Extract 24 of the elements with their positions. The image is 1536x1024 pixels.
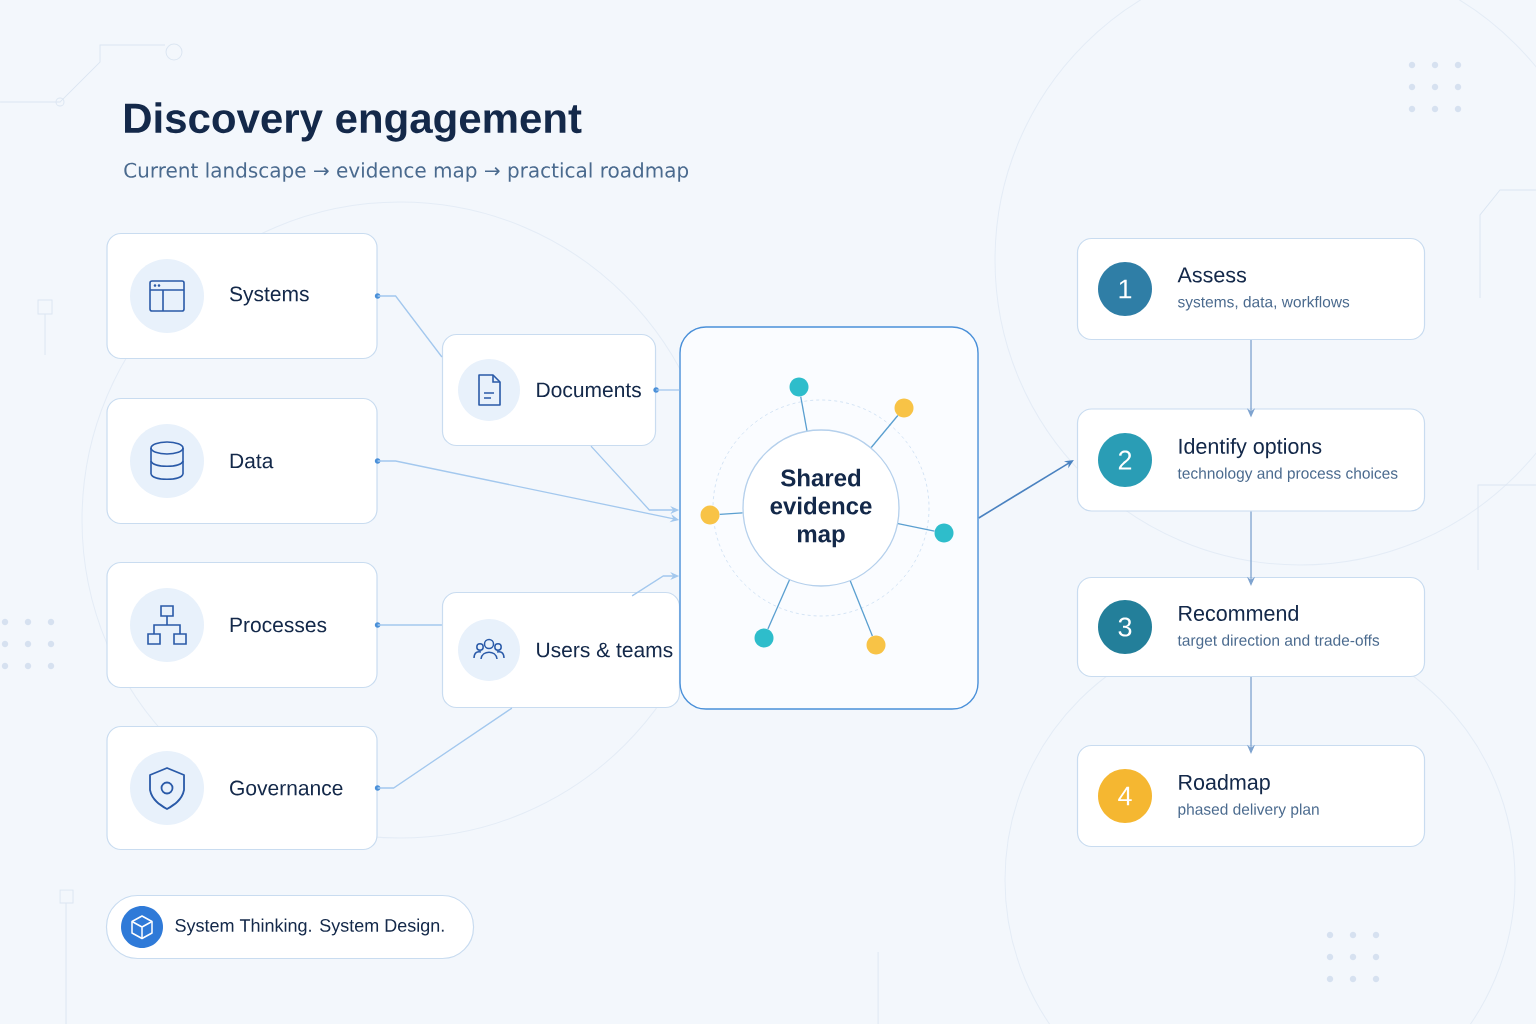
number-badge: 3 <box>1098 600 1152 654</box>
dot <box>754 628 774 648</box>
connector <box>767 579 791 630</box>
number-badge: 2 <box>1098 433 1152 487</box>
connector <box>800 395 808 432</box>
dot <box>866 635 886 655</box>
dot <box>934 523 954 543</box>
connector <box>376 295 443 358</box>
dot <box>894 398 914 418</box>
tagline-pill: System Thinking. System Design. <box>105 894 475 960</box>
number-badge: 1 <box>1098 262 1152 316</box>
connector <box>719 512 744 516</box>
subtitle: Current landscape → evidence map → practical roadmap <box>124 162 689 182</box>
dot <box>789 377 809 397</box>
connector <box>870 414 899 449</box>
connector <box>977 460 1074 519</box>
connector <box>376 624 443 626</box>
number-badge: 4 <box>1098 769 1152 823</box>
connector <box>655 389 680 391</box>
dot <box>700 505 720 525</box>
title: Discovery engagement <box>125 102 582 142</box>
connector <box>849 580 874 637</box>
connector <box>897 523 936 532</box>
connector <box>376 707 513 789</box>
